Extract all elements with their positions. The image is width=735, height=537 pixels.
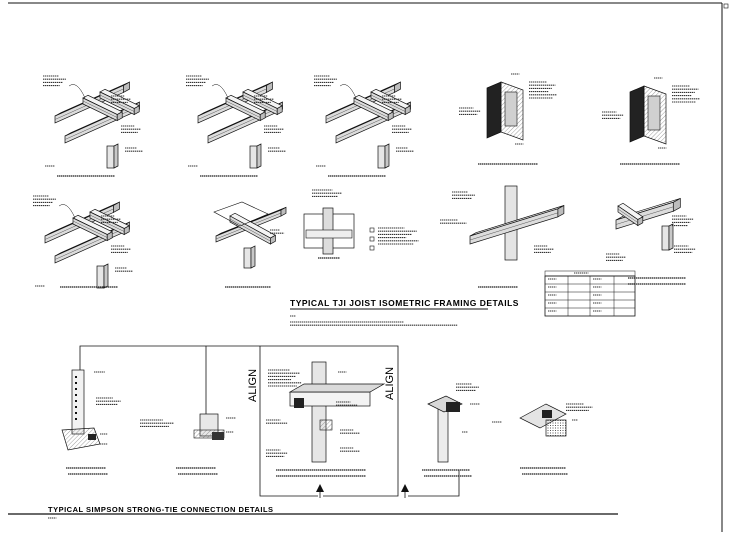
callout-note — [602, 111, 624, 119]
joist-member — [617, 202, 644, 227]
column-beam-detail — [440, 185, 565, 261]
callout-note — [674, 245, 696, 253]
hanger-detail — [602, 77, 700, 149]
callout-note — [125, 147, 143, 152]
post-member — [249, 143, 262, 169]
callout-note — [115, 267, 133, 272]
callout-note — [534, 245, 554, 253]
post-connector-icon — [61, 369, 121, 451]
row-2-details — [33, 185, 696, 289]
joist-member — [469, 204, 565, 245]
callout-note — [606, 253, 626, 261]
callout-note — [440, 219, 467, 224]
callout-note — [529, 81, 557, 99]
joist-member — [72, 214, 113, 242]
callout-note — [340, 429, 360, 434]
callout-note — [452, 191, 475, 199]
callout-note — [186, 75, 209, 87]
callout-note — [268, 369, 302, 387]
callout-note — [340, 447, 360, 452]
joist-member — [225, 94, 266, 122]
callout-note — [392, 125, 412, 133]
row-3-connectors — [48, 361, 593, 519]
post-connector-icon — [427, 383, 480, 463]
schedule-table — [544, 270, 636, 317]
isometric-joist-icon — [43, 75, 143, 169]
callout-note — [672, 215, 694, 227]
callout-note — [396, 147, 414, 152]
callout-note — [270, 229, 285, 234]
callout-note — [264, 125, 284, 133]
beam-post-detail — [606, 197, 696, 261]
callout-note — [378, 227, 419, 245]
align-label-left: ALIGN — [247, 369, 259, 402]
isometric-joist-icon — [33, 195, 133, 289]
general-notes-block — [290, 315, 458, 326]
post-member — [106, 143, 119, 169]
callout-note — [266, 449, 288, 457]
post-connector-icon — [140, 413, 236, 440]
callout-note — [33, 195, 56, 207]
arrow-up-icon — [316, 484, 324, 498]
hanger-detail — [459, 73, 557, 145]
callout-note — [672, 85, 700, 103]
callout-note — [121, 125, 141, 133]
post-member — [377, 143, 390, 169]
post-member — [661, 223, 674, 251]
row-1-details — [43, 73, 700, 177]
callout-note — [96, 397, 121, 405]
arrow-up-icon — [401, 484, 409, 498]
callout-note — [43, 75, 66, 87]
callout-note — [290, 321, 458, 326]
callout-note — [101, 215, 121, 223]
isometric-joist-icon — [213, 201, 287, 269]
joist-member — [229, 212, 277, 245]
callout-note — [266, 419, 288, 424]
callout-note — [336, 401, 358, 406]
corner-mark — [723, 3, 729, 9]
joist-member — [82, 94, 123, 122]
align-label-right: ALIGN — [384, 367, 396, 400]
framing-plan-detail — [303, 189, 419, 255]
section1-title: TYPICAL TJI JOIST ISOMETRIC FRAMING DETA… — [290, 298, 519, 308]
callout-note — [111, 245, 131, 253]
section2-title: TYPICAL SIMPSON STRONG-TIE CONNECTION DE… — [48, 505, 274, 514]
callout-note — [314, 75, 337, 87]
callout-note — [140, 419, 174, 427]
isometric-joist-icon — [314, 75, 414, 169]
callout-note — [111, 95, 131, 103]
post-member — [243, 245, 256, 269]
isometric-joist-icon — [186, 75, 286, 169]
beam-column-connection — [266, 361, 386, 463]
callout-note — [382, 95, 402, 103]
callout-note — [459, 107, 481, 115]
joist-member — [353, 94, 394, 122]
callout-note — [268, 147, 286, 152]
callout-note — [312, 189, 342, 197]
callout-note — [254, 95, 274, 103]
callout-note — [566, 403, 593, 411]
callout-note — [456, 383, 479, 391]
post-member — [96, 263, 109, 289]
post-connector-icon — [492, 403, 593, 437]
connection-frame — [79, 345, 460, 497]
